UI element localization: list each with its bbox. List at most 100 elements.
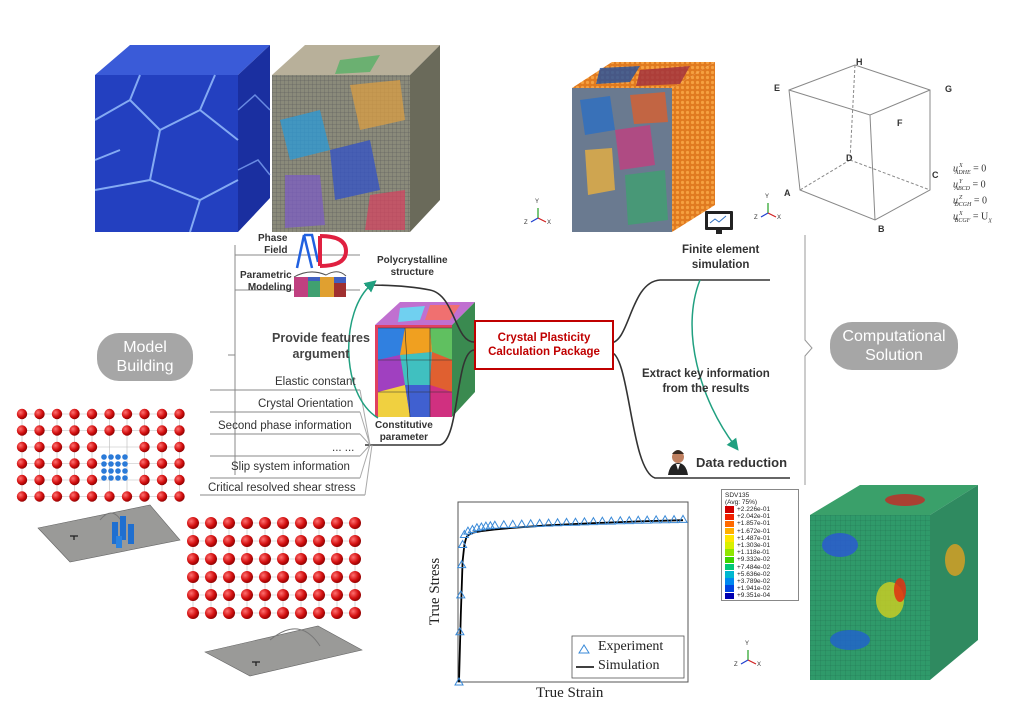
chart-ylabel: True Stress: [427, 557, 444, 626]
atom: [69, 408, 80, 420]
legend-swatch: [725, 513, 734, 521]
atom: [174, 458, 185, 469]
legend-swatch: [725, 542, 734, 549]
solute-atom: [101, 468, 107, 474]
atom: [277, 571, 289, 583]
fe-simulation-label: Finite element simulation: [682, 243, 759, 273]
atom: [174, 441, 185, 453]
solute-atom: [108, 475, 114, 481]
atom: [121, 491, 133, 502]
atom: [69, 425, 80, 436]
experiment-point: [669, 514, 679, 524]
atom: [69, 491, 80, 502]
atom: [331, 607, 343, 619]
solute-atom: [108, 454, 114, 460]
bc-u: u: [953, 163, 958, 175]
legend-value: +9.332e-02: [737, 556, 771, 564]
parametric-label: Parametric Modeling: [240, 270, 292, 294]
atom: [205, 535, 217, 547]
axis-triad-box: [760, 203, 777, 218]
atom: [86, 441, 98, 453]
chart-xlabel: True Strain: [536, 685, 604, 701]
atom: [259, 517, 271, 529]
parametric-thumbnail: [293, 271, 347, 297]
legend-swatch: [725, 578, 734, 585]
solute-atom: [108, 468, 114, 474]
axis-contour-z: Z: [734, 662, 738, 668]
atom: [104, 425, 115, 436]
experiment-point: [455, 589, 466, 599]
experiment-point: [498, 519, 509, 529]
atom: [121, 425, 133, 436]
solute-atom: [122, 468, 128, 474]
legend-row: +9.351e-04: [722, 592, 798, 599]
vertex-f: F: [897, 118, 903, 128]
vertex-d: D: [846, 153, 853, 163]
vertex-c: C: [932, 170, 939, 180]
atom: [69, 474, 80, 486]
atom: [349, 553, 361, 565]
computational-solution-pill: Computational Solution: [830, 322, 958, 370]
bc-adhe: uXADHE = 0: [953, 163, 986, 176]
axis-contour-x: X: [757, 662, 762, 668]
atom: [331, 517, 343, 529]
mindmap-connectors: [364, 279, 790, 479]
axis-box-x: X: [777, 215, 782, 221]
atom: [156, 408, 168, 420]
model-building-line2: Building: [116, 358, 174, 375]
atom: [16, 458, 28, 469]
axis-fe-y: Y: [535, 199, 540, 205]
param-crss: Critical resolved shear stress: [208, 482, 356, 494]
legend-experiment-marker: [578, 644, 590, 654]
atom: [174, 408, 185, 420]
experiment-point: [454, 676, 464, 686]
phase-field-label: Phase Field: [258, 233, 287, 257]
stress-strain-chart: [454, 501, 689, 686]
center-line1: Crystal Plasticity: [497, 332, 591, 344]
axis-fe-x: X: [547, 220, 552, 226]
experiment-point: [507, 519, 518, 528]
atom: [259, 553, 271, 565]
atom: [187, 553, 199, 565]
legend-swatch: [725, 585, 734, 592]
atom: [139, 425, 150, 436]
vertex-h: H: [856, 57, 863, 67]
extract-label: Extract key information from the results: [642, 367, 770, 397]
atom: [104, 491, 115, 502]
bc-rhs: = 0: [973, 163, 987, 175]
atom: [295, 535, 307, 547]
solute-atom: [115, 454, 121, 460]
experiment-point: [516, 519, 527, 528]
atom: [16, 425, 28, 436]
experiment-point: [543, 518, 554, 527]
atom: [16, 474, 28, 486]
atom: [223, 535, 235, 547]
atom: [51, 491, 63, 502]
atom: [34, 458, 45, 469]
atom: [313, 589, 325, 601]
bc-rhs: = 0: [972, 179, 986, 191]
atom: [259, 607, 271, 619]
solute-atom: [115, 475, 121, 481]
phase-field-line2: Field: [264, 245, 288, 256]
bc-bcgf: uXBCGF = UX: [953, 211, 992, 224]
model-building-line1: Model: [123, 339, 167, 356]
experiment-point: [642, 515, 653, 524]
polycrystalline-line2: structure: [390, 267, 434, 278]
parametric-line2: Modeling: [247, 282, 292, 293]
left-branch-lines: [200, 245, 373, 496]
atom: [156, 425, 168, 436]
bc-rhs-sub: X: [988, 218, 992, 225]
axis-contour-y: Y: [745, 641, 750, 647]
atom: [277, 517, 289, 529]
monitor-icon: [705, 211, 733, 234]
legend-title: SDV135: [725, 492, 750, 499]
atom: [331, 571, 343, 583]
atom: [187, 589, 199, 601]
solute-atom: [101, 461, 107, 467]
provide-arrow: [348, 280, 379, 419]
legend-row: +7.484e-02: [722, 564, 798, 571]
atom: [205, 553, 217, 565]
atom: [331, 553, 343, 565]
